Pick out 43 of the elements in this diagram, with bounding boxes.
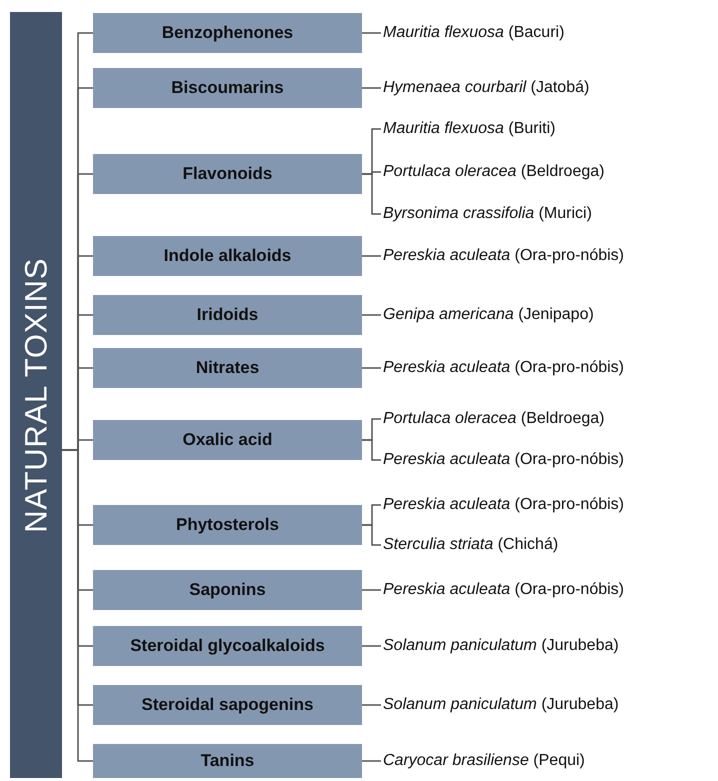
- species-label: Pereskia aculeata (Ora-pro-nóbis): [381, 245, 624, 267]
- category-box: Flavonoids: [93, 154, 362, 194]
- species-label: Genipa americana (Jenipapo): [381, 304, 594, 326]
- connector-line: [362, 524, 381, 546]
- connector-line: [362, 760, 381, 762]
- connector-line: [362, 32, 381, 34]
- species-label: Mauritia flexuosa (Buriti): [381, 118, 556, 140]
- category-box: Tanins: [93, 744, 362, 778]
- connector-line: [362, 704, 381, 706]
- vertical-title: NATURAL TOXINS: [16, 258, 54, 532]
- species-label: Pereskia aculeata (Ora-pro-nóbis): [381, 449, 624, 471]
- category-box: Saponins: [93, 570, 362, 610]
- species-label: Caryocar brasiliense (Pequi): [381, 750, 585, 772]
- species-label: Portulaca oleracea (Beldroega): [381, 161, 604, 183]
- category-box: Benzophenones: [93, 13, 362, 53]
- connector-line: [362, 439, 381, 461]
- species-label: Solanum paniculatum (Jurubeba): [381, 635, 619, 657]
- category-box: Indole alkaloids: [93, 236, 362, 276]
- category-box: Biscoumarins: [93, 68, 362, 108]
- category-box: Steroidal glycoalkaloids: [93, 626, 362, 666]
- category-box: Phytosterols: [93, 505, 362, 545]
- species-label: Mauritia flexuosa (Bacuri): [381, 22, 564, 44]
- category-box: Steroidal sapogenins: [93, 685, 362, 725]
- connector-line: [362, 367, 381, 369]
- species-label: Byrsonima crassifolia (Murici): [381, 203, 592, 225]
- category-box: Nitrates: [93, 348, 362, 388]
- category-box: Iridoids: [93, 295, 362, 335]
- species-label: Portulaca oleracea (Beldroega): [381, 408, 604, 430]
- species-label: Pereskia aculeata (Ora-pro-nóbis): [381, 579, 624, 601]
- title-bar: [10, 12, 62, 778]
- connector-line: [362, 589, 381, 591]
- species-label: Pereskia aculeata (Ora-pro-nóbis): [381, 494, 624, 516]
- connector-line: [362, 314, 381, 316]
- category-box: Oxalic acid: [93, 420, 362, 460]
- connector-line: [362, 173, 381, 215]
- species-label: Hymenaea courbaril (Jatobá): [381, 77, 590, 99]
- connector-line: [362, 645, 381, 647]
- connector-line: [362, 87, 381, 89]
- connector-line: [62, 449, 93, 762]
- species-label: Pereskia aculeata (Ora-pro-nóbis): [381, 357, 624, 379]
- species-label: Sterculia striata (Chichá): [381, 534, 558, 556]
- connector-line: [362, 255, 381, 257]
- species-label: Solanum paniculatum (Jurubeba): [381, 694, 619, 716]
